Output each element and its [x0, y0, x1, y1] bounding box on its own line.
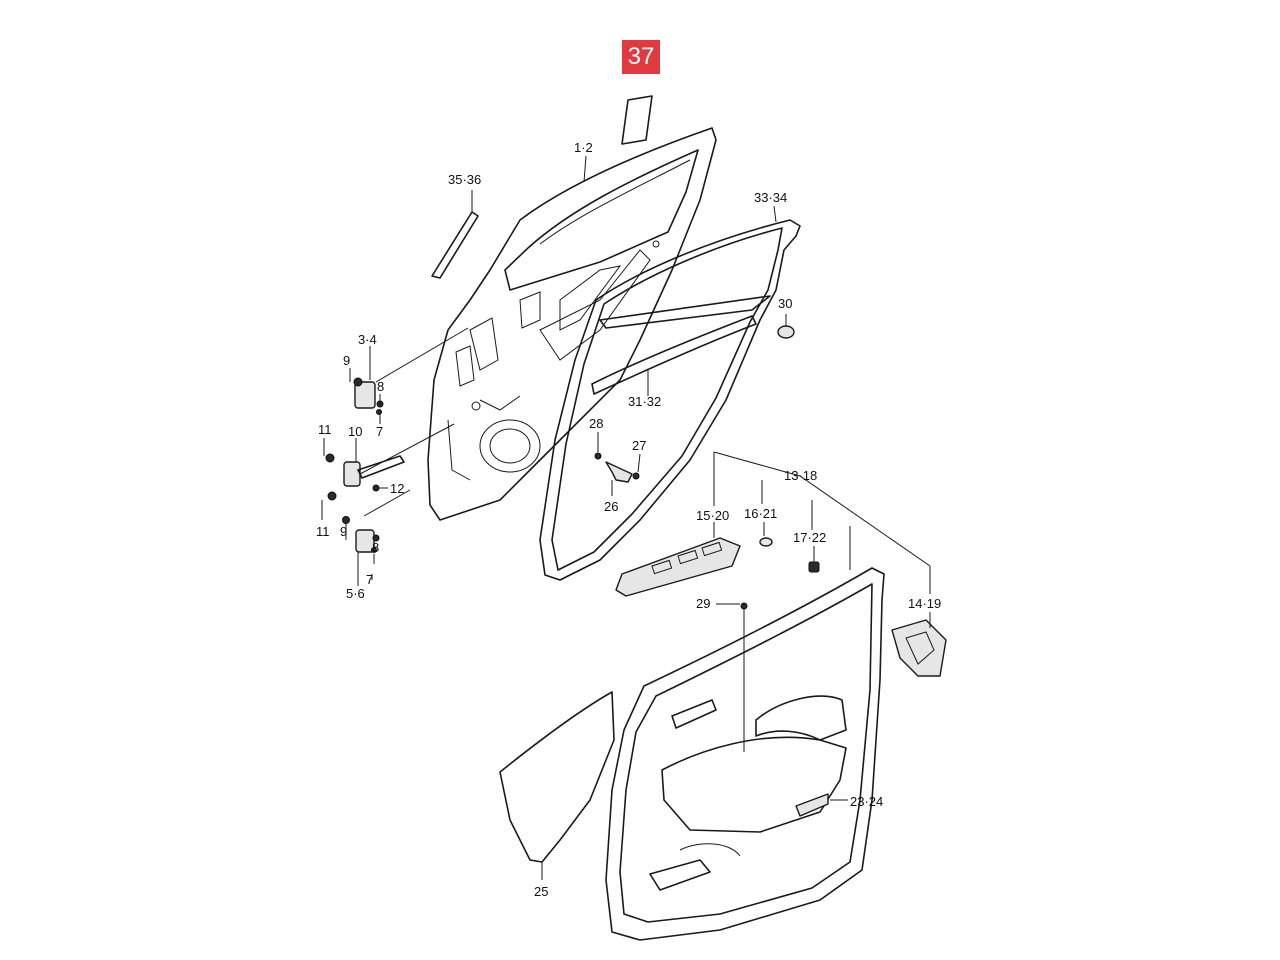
- bracket-26: [594, 452, 640, 483]
- label-1-2: 1·2: [574, 140, 593, 155]
- label-16-21: 16·21: [744, 506, 777, 521]
- door-panel: [427, 127, 717, 521]
- label-11-lower: 11: [316, 524, 330, 539]
- label-13-18: 13·18: [784, 468, 817, 483]
- weatherstrip: [539, 219, 801, 581]
- label-35-36: 35·36: [448, 172, 481, 187]
- label-26: 26: [604, 499, 618, 514]
- label-31-32: 31·32: [628, 394, 661, 409]
- part-35-36-trim: [431, 211, 479, 279]
- label-30: 30: [778, 296, 792, 311]
- label-10: 10: [348, 424, 362, 439]
- highlight-badge: 37: [622, 40, 660, 74]
- label-11-upper: 11: [318, 422, 332, 437]
- label-29: 29: [696, 596, 710, 611]
- label-23-24: 23·24: [850, 794, 883, 809]
- clip-16-21: [759, 537, 773, 547]
- switch-panel: [615, 537, 741, 597]
- seal-25: [499, 691, 615, 863]
- label-27: 27: [632, 438, 646, 453]
- label-5-6: 5·6: [346, 586, 365, 601]
- label-9-upper: 9: [343, 353, 350, 368]
- label-28: 28: [589, 416, 603, 431]
- part-37-sticker: [621, 95, 653, 145]
- label-14-19: 14·19: [908, 596, 941, 611]
- label-7-upper: 7: [376, 424, 383, 439]
- label-15-20: 15·20: [696, 508, 729, 523]
- part-30-grommet: [777, 325, 795, 339]
- label-17-22: 17·22: [793, 530, 826, 545]
- label-8-lower: 8: [372, 540, 379, 555]
- leader-lines: [321, 155, 931, 880]
- label-33-34: 33·34: [754, 190, 787, 205]
- label-8-upper: 8: [377, 379, 384, 394]
- lower-hinge: [342, 516, 380, 553]
- label-12: 12: [390, 481, 404, 496]
- label-25: 25: [534, 884, 548, 899]
- label-3-4: 3·4: [358, 332, 377, 347]
- inside-handle: [891, 619, 947, 677]
- glass-run: [591, 295, 771, 395]
- cover-23-24: [795, 793, 829, 817]
- label-9-lower: 9: [340, 524, 347, 539]
- upper-hinge: [353, 377, 384, 415]
- label-7-lower: 7: [366, 572, 373, 587]
- clip-17-22: [808, 561, 820, 573]
- door-trim-panel: [605, 567, 885, 941]
- part-labels: 37 1·2 35·36 33·34 30 3·4 9 8 7 31·32 11…: [316, 58, 941, 899]
